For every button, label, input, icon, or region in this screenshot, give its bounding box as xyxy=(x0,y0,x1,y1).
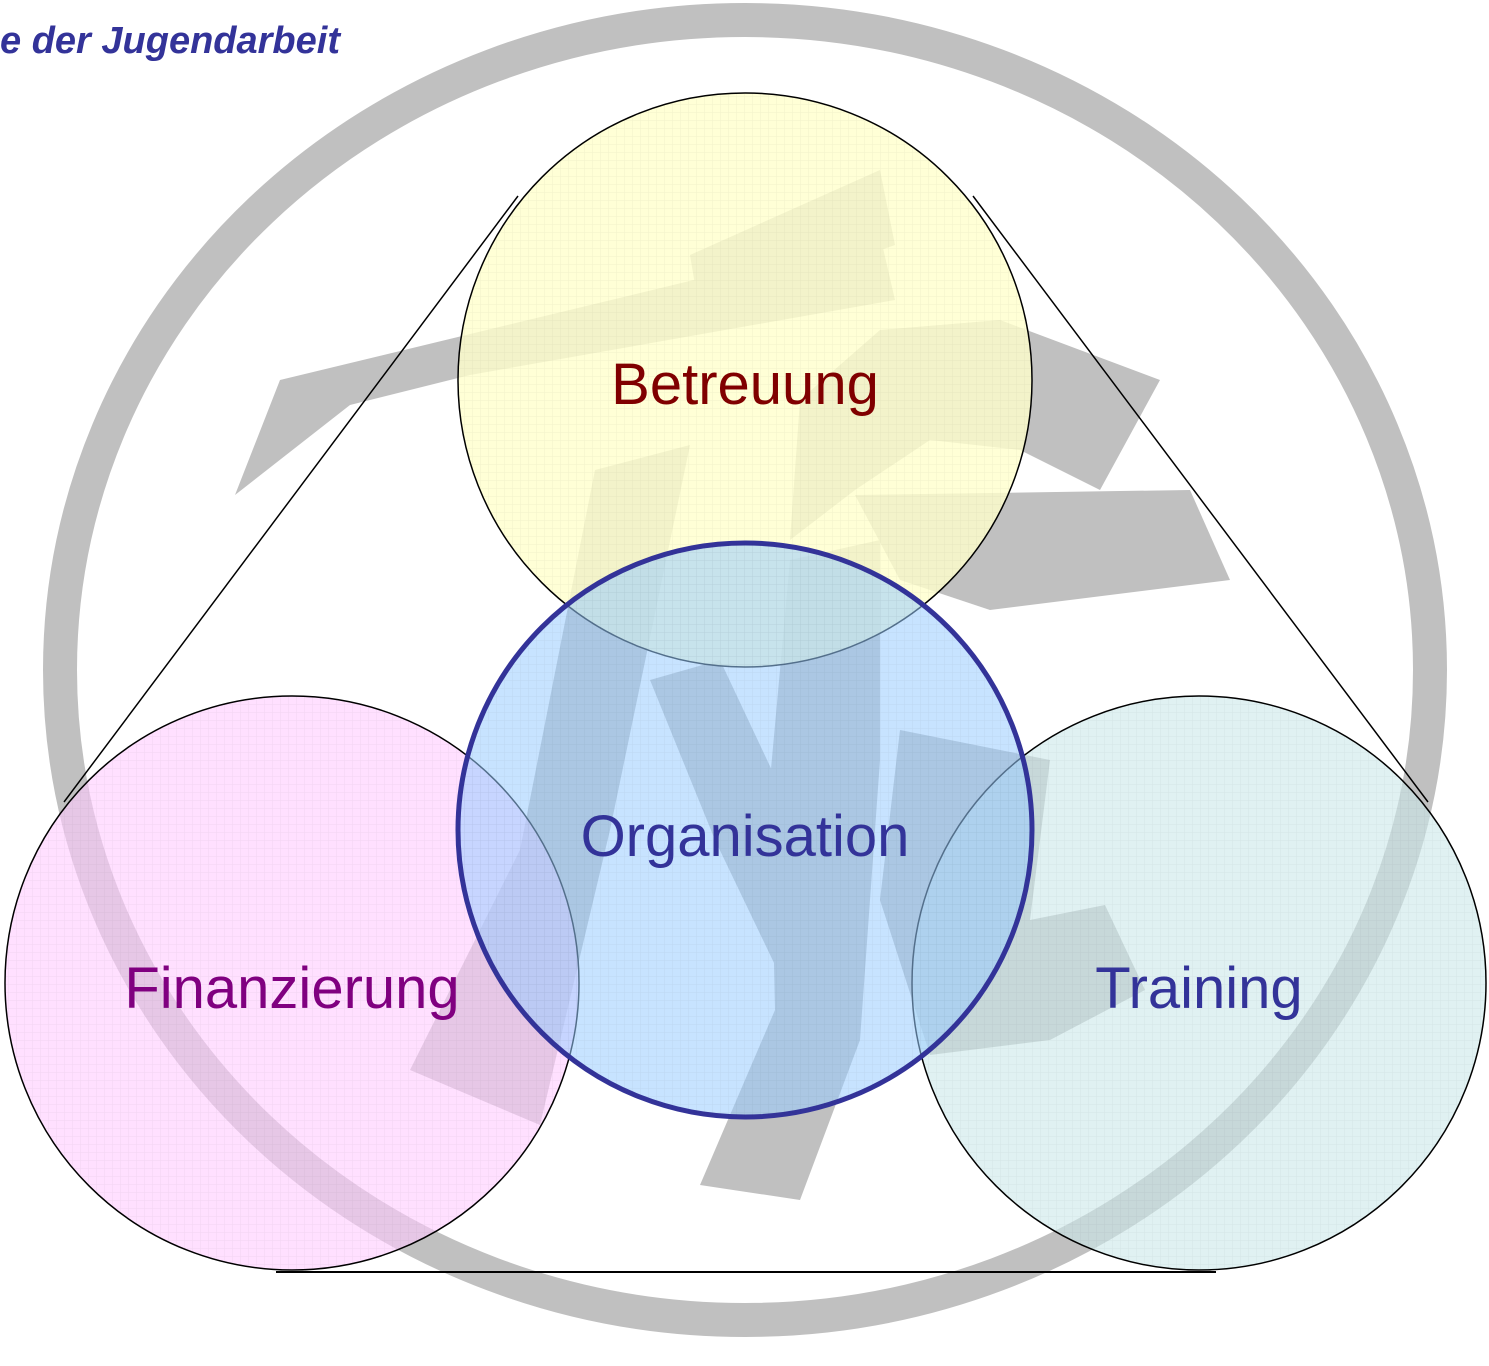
circle-finanzierung xyxy=(4,695,580,1271)
connector-triangle xyxy=(63,195,1429,1273)
circle-training xyxy=(911,695,1487,1271)
circle-betreuung xyxy=(457,92,1033,668)
label-betreuung: Betreuung xyxy=(611,352,879,417)
connector-line-right xyxy=(972,195,1429,803)
label-organisation: Organisation xyxy=(581,804,910,869)
label-finanzierung: Finanzierung xyxy=(124,956,459,1021)
page-title: e der Jugendarbeit xyxy=(0,20,340,62)
label-training: Training xyxy=(1095,956,1302,1021)
circle-organisation xyxy=(455,540,1035,1120)
connector-line-left xyxy=(63,195,519,803)
watermark-ring xyxy=(43,3,1447,1337)
